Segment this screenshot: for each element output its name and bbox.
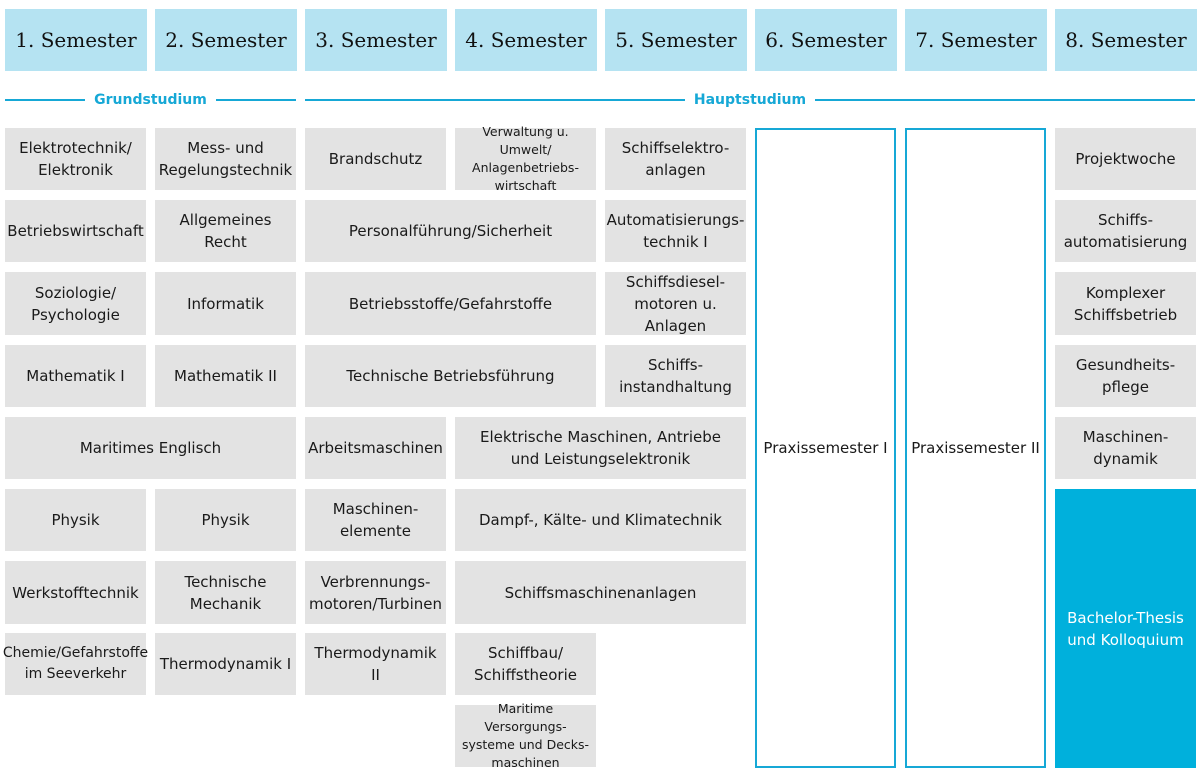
phase-label: Hauptstudium — [693, 92, 807, 108]
semester-header-2: 2. Semester — [155, 9, 297, 71]
course-cell: Schiffsdiesel-motoren u. Anlagen — [605, 272, 746, 335]
course-cell: Betriebswirtschaft — [5, 200, 146, 262]
course-cell: Schiffbau/Schiffstheorie — [455, 633, 596, 695]
phase-line — [815, 99, 1195, 101]
course-cell: Schiffs-instandhaltung — [605, 345, 746, 407]
course-cell: Allgemeines Recht — [155, 200, 296, 262]
phase-line — [5, 99, 86, 101]
course-cell: Maschinen-elemente — [305, 489, 446, 551]
phase-grundstudium: Grundstudium — [5, 88, 296, 112]
course-cell: Informatik — [155, 272, 296, 335]
semester-header-6: 6. Semester — [755, 9, 897, 71]
phase-hauptstudium: Hauptstudium — [305, 88, 1195, 112]
course-cell: Werkstofftechnik — [5, 561, 146, 624]
course-cell: Schiffs-automatisierung — [1055, 200, 1196, 262]
course-cell: Betriebsstoffe/Gefahrstoffe — [305, 272, 596, 335]
course-cell: Automatisierungs-technik I — [605, 200, 746, 262]
semester-header-1: 1. Semester — [5, 9, 147, 71]
semester-header-5: 5. Semester — [605, 9, 747, 71]
course-cell: Thermodynamik I — [155, 633, 296, 695]
course-cell: Technische Betriebsführung — [305, 345, 596, 407]
course-cell: Verwaltung u. Umwelt/Anlagenbetriebs-wir… — [455, 124, 596, 193]
course-cell: Physik — [155, 489, 296, 551]
course-cell: Mathematik II — [155, 345, 296, 407]
course-cell: Maritimes Englisch — [5, 417, 296, 479]
semester-header-4: 4. Semester — [455, 9, 597, 71]
course-cell: Schiffselektro-anlagen — [605, 128, 746, 190]
course-cell: Personalführung/Sicherheit — [305, 200, 596, 262]
course-cell: Projektwoche — [1055, 128, 1196, 190]
course-cell: Arbeitsmaschinen — [305, 417, 446, 479]
course-cell: Verbrennungs-motoren/Turbinen — [305, 561, 446, 624]
praxissemester-1: Praxissemester I — [755, 128, 896, 768]
course-cell: Maschinen-dynamik — [1055, 417, 1196, 479]
course-cell: Brandschutz — [305, 128, 446, 190]
semester-header-3: 3. Semester — [305, 9, 447, 71]
course-cell: Schiffsmaschinenanlagen — [455, 561, 746, 624]
course-cell: Gesundheits-pflege — [1055, 345, 1196, 407]
semester-header-7: 7. Semester — [905, 9, 1047, 71]
course-cell: Elektrotechnik/Elektronik — [5, 128, 146, 190]
course-cell: Maritime Versorgungs-systeme und Decks-m… — [455, 701, 596, 770]
course-cell: Soziologie/Psychologie — [5, 272, 146, 335]
phase-line — [215, 99, 296, 101]
course-cell: Physik — [5, 489, 146, 551]
course-cell: Dampf-, Kälte- und Klimatechnik — [455, 489, 746, 551]
course-cell: Mathematik I — [5, 345, 146, 407]
phase-line — [305, 99, 685, 101]
course-cell: Thermodynamik II — [305, 633, 446, 695]
phase-label: Grundstudium — [94, 92, 207, 108]
praxissemester-2: Praxissemester II — [905, 128, 1046, 768]
semester-header-8: 8. Semester — [1055, 9, 1197, 71]
